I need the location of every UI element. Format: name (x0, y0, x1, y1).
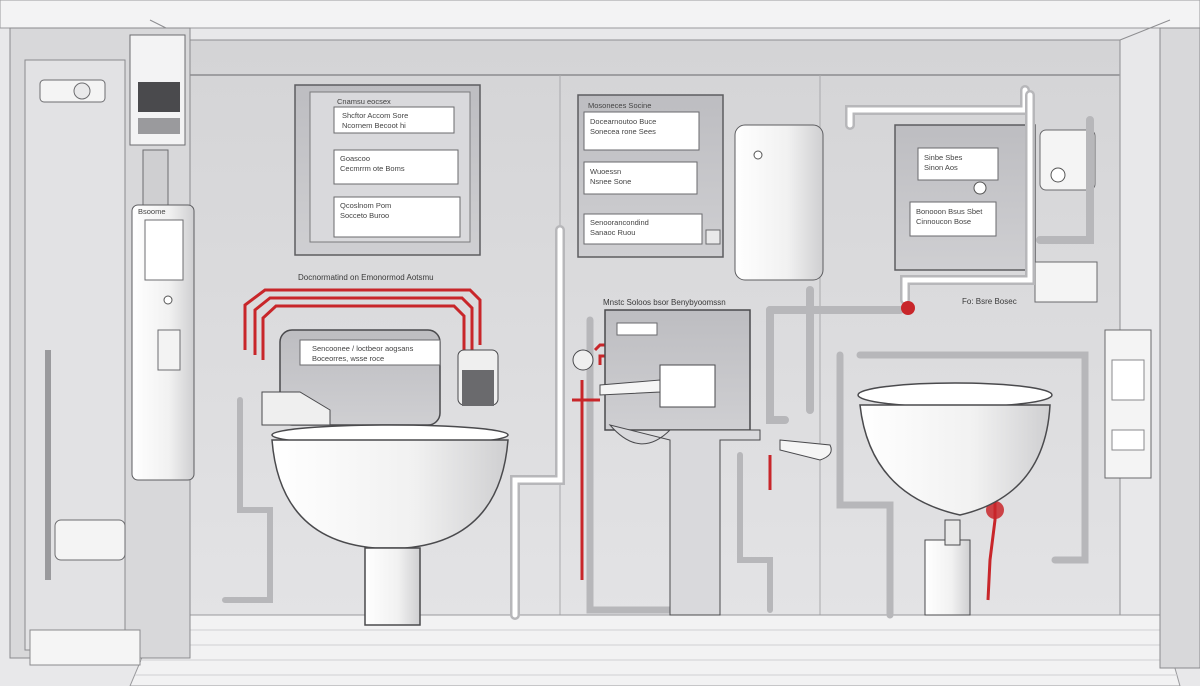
left-board-heading: Cnamsu eocsex (337, 97, 391, 106)
middle-card-3-title: Senoorancondind (590, 218, 649, 227)
toilet-icon: Sencoonee / loctbeor aogsans Boceorres, … (261, 329, 509, 626)
sink-icon (572, 309, 832, 616)
tank-label: Bsoome (138, 207, 166, 216)
middle-card-2-line2: Nsnee Sone (590, 177, 631, 186)
right-info-board (894, 124, 1036, 271)
left-card-1-title: Shcftor Accom Sore (342, 111, 408, 120)
mid-caption: Mnstc Soloos bsor Benybyoomssn (603, 298, 726, 307)
right-card-1-line2: Sinon Aos (924, 163, 958, 172)
supply-pipes (222, 85, 1094, 620)
ceiling (0, 0, 1200, 29)
right-card-1-title: Sinbe Sbes (924, 153, 963, 162)
middle-board-heading: Mosoneces Socine (588, 101, 651, 110)
middle-card-3-line2: Sanaoc Ruou (590, 228, 635, 237)
right-card-2-title: Bonooon Bsus Sbet (916, 207, 983, 216)
pump-icon (924, 539, 971, 616)
left-info-board: Cnamsu eocsex Shcftor Accom Sore Ncornem… (294, 84, 481, 256)
left-card-2-line2: Cecmrrm ote Boms (340, 164, 405, 173)
toilet-tag-title: Sencoonee / loctbeor aogsans (312, 344, 414, 353)
left-cabinet (9, 27, 195, 666)
left-card-1-line2: Ncornem Becoot hi (342, 121, 406, 130)
toilet-icon-right (857, 382, 1053, 616)
valve-icon (901, 301, 915, 315)
toilet-tag-line2: Boceorres, wsse roce (312, 354, 384, 363)
left-card-3-title: Qcoslnom Pom (340, 201, 391, 210)
middle-info-board: Mosoneces Socine Docearnoutoo Buce Sonec… (577, 94, 724, 258)
storage-tank (734, 124, 824, 281)
right-card-2-line2: Cinnoucon Bose (916, 217, 971, 226)
control-panel (1104, 329, 1152, 479)
header-text: Docnormatind on Emonormod Aotsmu (298, 273, 434, 282)
middle-card-1-title: Docearnoutoo Buce (590, 117, 656, 126)
right-caption: Fo: Bsre Bosec (962, 297, 1017, 306)
left-card-2-title: Goascoo (340, 154, 370, 163)
middle-card-1-line2: Sonecea rone Sees (590, 127, 656, 136)
right-equipment: Sinbe Sbes Sinon Aos Bonooon Bsus Sbet C… (734, 124, 1152, 479)
middle-card-2-title: Wuoessn (590, 167, 621, 176)
left-card-3-line2: Socceto Buroo (340, 211, 389, 220)
right-wall (1159, 27, 1200, 669)
